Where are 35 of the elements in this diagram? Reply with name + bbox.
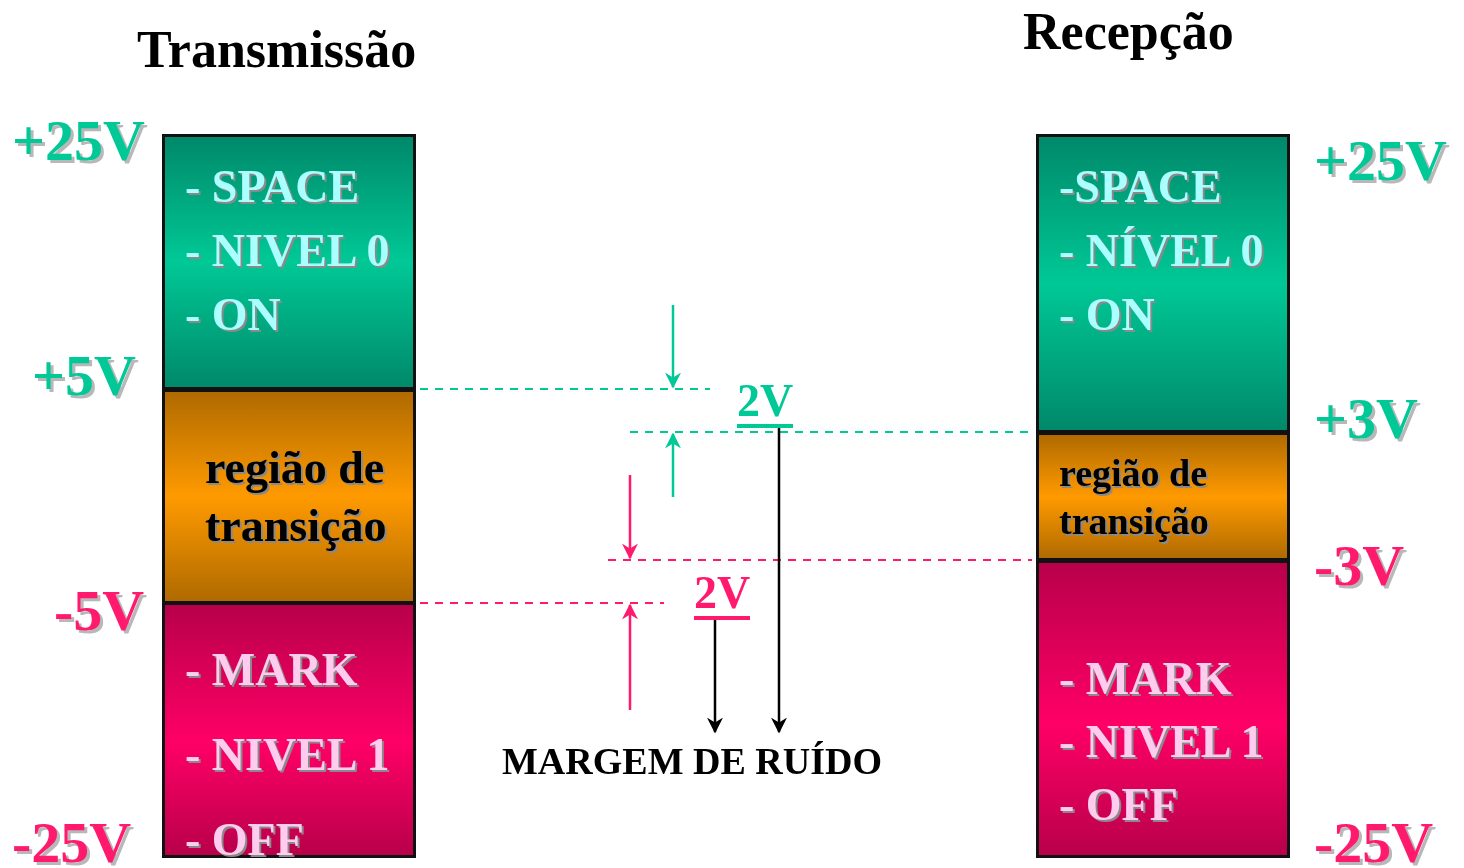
voltage-label: -25V (12, 814, 132, 868)
level-band (162, 602, 416, 858)
band-text: - NIVEL 1 (185, 728, 390, 782)
band-text: - MARK (185, 643, 358, 697)
voltage-label: -5V (54, 582, 145, 640)
voltage-label: +5V (32, 347, 136, 405)
margin-value: 2V (737, 378, 794, 428)
arrow (707, 620, 723, 734)
voltage-label: +3V (1314, 390, 1418, 448)
band-text: - NÍVEL 0 (1059, 224, 1264, 278)
voltage-label: +25V (1314, 132, 1447, 190)
level-band (1036, 134, 1290, 433)
band-text: -SPACE (1059, 160, 1222, 214)
level-band (1036, 560, 1290, 858)
band-text: - ON (185, 288, 281, 342)
level-band (162, 134, 416, 390)
voltage-label: -25V (1314, 814, 1434, 868)
voltage-label: +25V (12, 112, 145, 170)
band-text: - NIVEL 0 (185, 224, 390, 278)
band-text: - OFF (185, 813, 304, 867)
band-text: região de transição (205, 440, 388, 553)
level-band (1036, 432, 1290, 561)
section-heading: Recepção (1023, 6, 1234, 58)
level-band (162, 389, 416, 604)
margin-value: 2V (694, 570, 751, 620)
arrow (771, 428, 787, 734)
band-text: - MARK (1059, 652, 1232, 706)
noise-margin-label: MARGEM DE RUÍDO (502, 742, 882, 780)
voltage-label: -3V (1314, 537, 1405, 595)
band-text: - SPACE (185, 160, 360, 214)
section-heading: Transmissão (137, 24, 417, 76)
band-text: - NIVEL 1 (1059, 715, 1264, 769)
band-text: - ON (1059, 288, 1155, 342)
band-text: - OFF (1059, 778, 1178, 832)
band-text: região de transição (1059, 450, 1210, 544)
